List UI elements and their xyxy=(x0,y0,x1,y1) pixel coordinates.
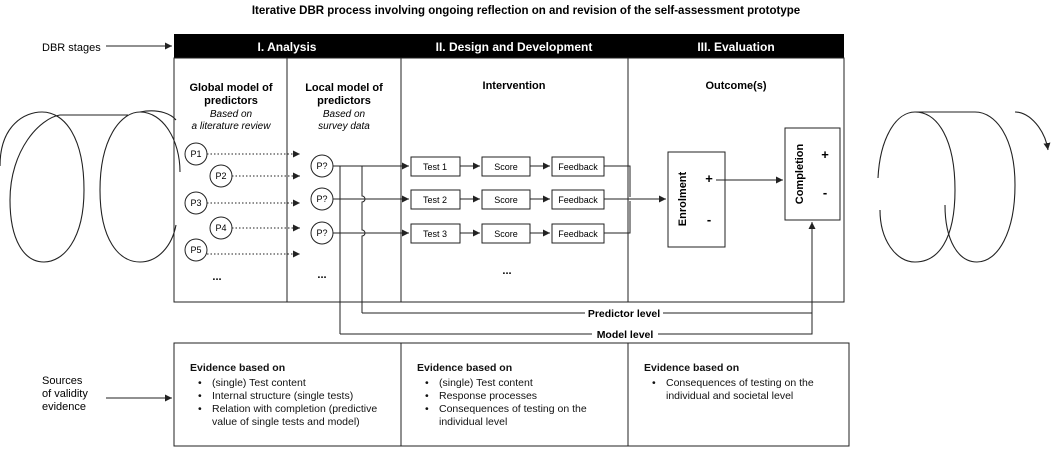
predictor-p5-label: P5 xyxy=(190,245,201,255)
predictor-p2: P2 xyxy=(209,164,300,188)
evidence-evaluation-list: Consequences of testing on the individua… xyxy=(644,377,842,403)
feedback-3-label: Feedback xyxy=(558,229,598,239)
feedback-1-label: Feedback xyxy=(558,162,598,172)
global-model-basis-1: Based on xyxy=(210,109,253,120)
global-model-title-2: predictors xyxy=(204,95,258,107)
feedback-to-enrolment-connectors xyxy=(604,165,666,234)
enrolment-minus: - xyxy=(707,212,711,227)
stage-design-label: II. Design and Development xyxy=(436,40,593,54)
enrolment-plus: + xyxy=(705,171,713,186)
evidence-analysis-list: (single) Test content Internal structure… xyxy=(190,377,390,429)
iteration-loops-right xyxy=(877,111,1051,263)
completion-label: Completion xyxy=(794,143,806,204)
predictor-p1-label: P1 xyxy=(190,149,201,159)
evidence-analysis-item: (single) Test content xyxy=(198,377,390,390)
evidence-design-title: Evidence based on xyxy=(417,362,513,374)
evidence-design: Evidence based on (single) Test content … xyxy=(417,362,617,429)
score-1-label: Score xyxy=(494,162,518,172)
enrolment-box xyxy=(667,151,726,248)
local-predictor-3-label: P? xyxy=(316,228,327,238)
enrolment-label: Enrolment xyxy=(677,171,689,226)
local-predictors: P? P? P? xyxy=(310,154,334,245)
feedback-2-label: Feedback xyxy=(558,195,598,205)
evidence-evaluation-title: Evidence based on xyxy=(644,362,740,374)
evidence-box-evaluation xyxy=(627,342,850,447)
predictor-to-test-connectors xyxy=(333,162,409,334)
evidence-design-item: Response processes xyxy=(425,390,617,403)
global-predictors-ellipsis: ... xyxy=(212,271,221,283)
local-predictors-ellipsis: ... xyxy=(317,269,326,281)
diagram-title: Iterative DBR process involving ongoing … xyxy=(252,5,800,17)
intervention-ellipsis: ... xyxy=(502,265,511,277)
intervention-rows: Test 1 Score Feedback Test 2 Score Feedb… xyxy=(410,156,605,244)
evidence-design-list: (single) Test content Response processes… xyxy=(417,377,617,429)
predictor-p4-label: P4 xyxy=(215,223,226,233)
test-3-label: Test 3 xyxy=(423,229,447,239)
local-predictor-2-label: P? xyxy=(316,194,327,204)
completion-box xyxy=(784,127,841,221)
stage-analysis-label: I. Analysis xyxy=(258,40,317,54)
completion-plus: + xyxy=(821,147,829,162)
test-1-label: Test 1 xyxy=(423,162,447,172)
evidence-evaluation: Evidence based on Consequences of testin… xyxy=(644,362,842,403)
global-model-basis-2: a literature review xyxy=(192,121,272,132)
outcomes-heading: Outcome(s) xyxy=(705,80,766,92)
sources-label-line-2: of validity xyxy=(42,388,88,400)
score-2-label: Score xyxy=(494,195,518,205)
stage-evaluation-label: III. Evaluation xyxy=(697,40,774,54)
evidence-analysis-item: Relation with completion (predictive val… xyxy=(198,403,390,429)
local-model-title-1: Local model of xyxy=(305,82,383,94)
predictor-p4: P4 xyxy=(209,216,300,240)
local-predictor-1-label: P? xyxy=(316,161,327,171)
predictor-level-label-bg xyxy=(585,307,663,319)
global-predictors: P1 P2 P3 P4 P5 xyxy=(184,142,300,262)
evidence-analysis-title: Evidence based on xyxy=(190,362,286,374)
predictor-p5: P5 xyxy=(184,238,300,262)
local-model-basis-1: Based on xyxy=(323,109,366,120)
evidence-evaluation-item: Consequences of testing on the individua… xyxy=(652,377,842,403)
sources-label-line-3: evidence xyxy=(42,401,86,413)
intervention-heading: Intervention xyxy=(483,80,546,92)
predictor-p2-label: P2 xyxy=(215,171,226,181)
global-model-title-1: Global model of xyxy=(189,82,272,94)
predictor-p3: P3 xyxy=(184,191,300,215)
iteration-loops-left xyxy=(0,110,181,263)
predictor-p1: P1 xyxy=(184,142,300,166)
completion-minus: - xyxy=(823,185,827,200)
sources-label-line-1: Sources xyxy=(42,375,83,387)
stages-panel xyxy=(173,57,845,303)
evidence-analysis: Evidence based on (single) Test content … xyxy=(190,362,390,429)
model-level-label-bg xyxy=(592,328,658,340)
local-model-title-2: predictors xyxy=(317,95,371,107)
evidence-analysis-item: Internal structure (single tests) xyxy=(198,390,390,403)
dbr-stages-label: DBR stages xyxy=(42,42,101,54)
predictor-level-label: Predictor level xyxy=(588,308,660,320)
model-level-label: Model level xyxy=(597,329,654,341)
evidence-design-item: Consequences of testing on the individua… xyxy=(425,403,617,429)
evidence-design-item: (single) Test content xyxy=(425,377,617,390)
predictor-p3-label: P3 xyxy=(190,198,201,208)
score-3-label: Score xyxy=(494,229,518,239)
test-2-label: Test 2 xyxy=(423,195,447,205)
stage-header-bar xyxy=(174,34,844,58)
local-model-basis-2: survey data xyxy=(318,121,370,132)
